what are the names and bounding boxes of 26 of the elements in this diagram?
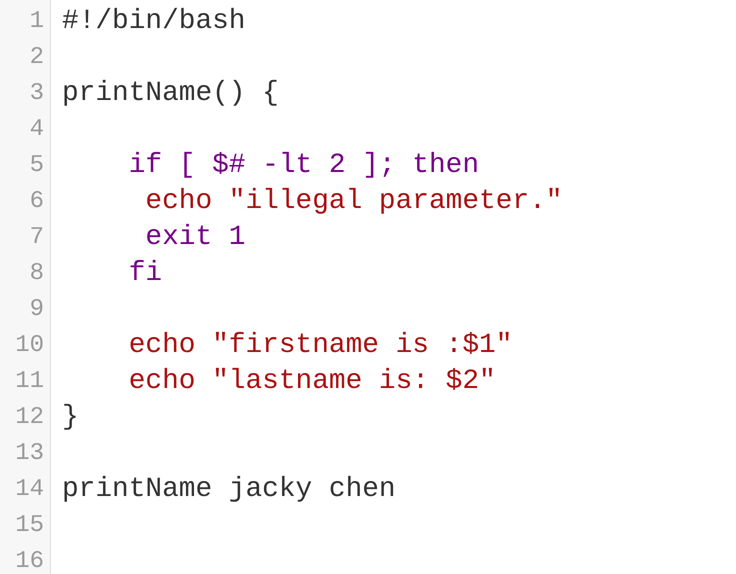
line-number: 6 [28, 187, 44, 217]
code-line: printName jacky chen [62, 474, 396, 506]
code-line: #!/bin/bash [62, 6, 246, 38]
line-number: 12 [14, 403, 44, 433]
code-line: } [62, 402, 79, 434]
line-number: 8 [28, 259, 44, 289]
code-line: if [ $# -lt 2 ]; then [128, 150, 480, 182]
code-line: echo "firstname is :$1" [128, 330, 512, 362]
line-number: 14 [14, 475, 44, 505]
line-number: 5 [28, 151, 44, 181]
code-line: echo "lastname is: $2" [128, 366, 496, 398]
line-number: 11 [14, 367, 44, 397]
line-number: 10 [14, 331, 44, 361]
line-number: 9 [28, 295, 44, 325]
line-number: 2 [28, 43, 44, 73]
code-line: printName() { [62, 78, 279, 110]
line-number: 13 [14, 439, 44, 469]
line-number: 3 [28, 79, 44, 109]
line-number: 15 [14, 511, 44, 541]
code-line: exit 1 [144, 222, 246, 254]
line-number: 1 [28, 7, 44, 37]
line-number: 7 [28, 223, 44, 253]
code-line: echo "illegal parameter." [144, 186, 562, 218]
code-line: fi [128, 258, 162, 290]
line-number: 16 [14, 547, 44, 574]
line-number: 4 [28, 115, 44, 145]
